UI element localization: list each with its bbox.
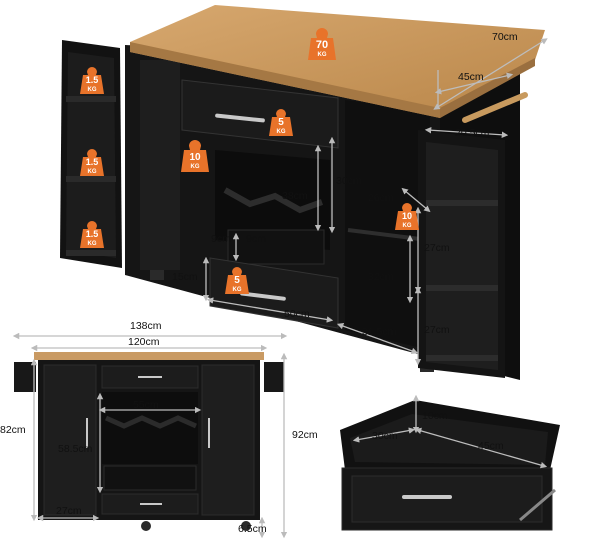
weight-right-unit: KG: [403, 223, 412, 229]
weight-right-value: 10: [402, 211, 412, 221]
front-countertop: [34, 352, 264, 360]
weight-center-value: 10: [189, 152, 201, 163]
weight-left3-value: 1.5: [86, 229, 99, 239]
weight-bottomdrawer-value: 5: [234, 275, 240, 286]
weight-left1-value: 1.5: [86, 75, 99, 85]
weight-badge-top: 70 KG: [308, 28, 336, 60]
dim-inner-height: 38cm: [282, 190, 308, 202]
weight-center-unit: KG: [191, 164, 200, 170]
dim-top-width: 120cm: [128, 336, 160, 348]
dim-side-height: 82cm: [0, 424, 26, 436]
weight-left2-value: 1.5: [86, 157, 99, 167]
dimension-lines-perspective: [202, 38, 548, 366]
dim-drawer-height: 15cm: [172, 271, 198, 283]
right-door-spice-rack: [418, 130, 505, 378]
weight-badge-left-shelf-1: 1.5 KG: [80, 67, 104, 94]
dim-cabinet-depth: 26cm: [368, 192, 394, 204]
dim-rack-gap-b: 9cm: [246, 233, 266, 245]
dim-drawer-depth-in: 10cm: [422, 410, 448, 422]
dim-caster-height: 6.5cm: [238, 523, 267, 535]
dim-bottom-width: 27cm: [56, 505, 82, 517]
dim-overall-width: 138cm: [130, 320, 162, 332]
dim-wine-rack-width: 55cm: [133, 399, 159, 411]
weight-bottomdrawer-unit: KG: [233, 287, 242, 293]
weight-left2-unit: KG: [88, 169, 97, 175]
weight-badge-right-cabinet: 10 KG: [395, 203, 419, 230]
weight-top-value: 70: [316, 39, 328, 51]
drawer-detail-view: [340, 400, 560, 531]
dim-cabinet-width: 31.5cm: [362, 326, 397, 338]
dim-wine-rack-height: 58.5cm: [58, 443, 93, 455]
dimension-lines-drawer: [352, 394, 548, 469]
dim-shelf-spacing-1: 27cm: [424, 242, 450, 254]
weight-badge-center-shelf: 10 KG: [181, 140, 209, 172]
dimension-labels-front: 138cm 120cm 55cm 82cm 92cm 58.5cm 27cm 6…: [0, 320, 318, 535]
dim-drawer-length: 45cm: [478, 440, 504, 452]
weight-top-unit: KG: [318, 52, 327, 58]
dim-cabinet-height: 30cm: [336, 175, 362, 187]
weight-left1-unit: KG: [88, 87, 97, 93]
weight-badge-top-drawer: 5 KG: [269, 109, 293, 136]
weight-badge-left-shelf-3: 1.5 KG: [80, 221, 104, 248]
dim-shelf-spacing-2: 27cm: [424, 324, 450, 336]
dim-drawer-side: 30cm: [372, 430, 398, 442]
dim-drawer-width: 50cm: [284, 308, 310, 320]
island-front-view: [14, 352, 284, 531]
dim-overall-height: 92cm: [292, 429, 318, 441]
weight-badge-bottom-drawer: 5 KG: [225, 267, 249, 294]
weight-left3-unit: KG: [88, 241, 97, 247]
dimension-labels-drawer: 10cm 30cm 45cm: [372, 410, 504, 452]
weight-badge-left-shelf-2: 1.5 KG: [80, 149, 104, 176]
dim-rack-gap-a: 9cm: [211, 233, 231, 245]
weight-topdrawer-unit: KG: [277, 129, 286, 135]
dimension-lines-front: [12, 332, 288, 539]
weight-topdrawer-value: 5: [278, 117, 284, 128]
dim-drop-leaf: 45cm: [458, 71, 484, 83]
dim-door-shelf-width: 20.5cm: [455, 127, 490, 139]
dim-top-depth: 70cm: [492, 31, 518, 43]
dim-cabinet-compartment: 32cm: [368, 271, 394, 283]
dimension-labels-perspective: 70cm 45cm 20.5cm 26cm 38cm 30cm 9cm 9cm …: [172, 31, 518, 338]
